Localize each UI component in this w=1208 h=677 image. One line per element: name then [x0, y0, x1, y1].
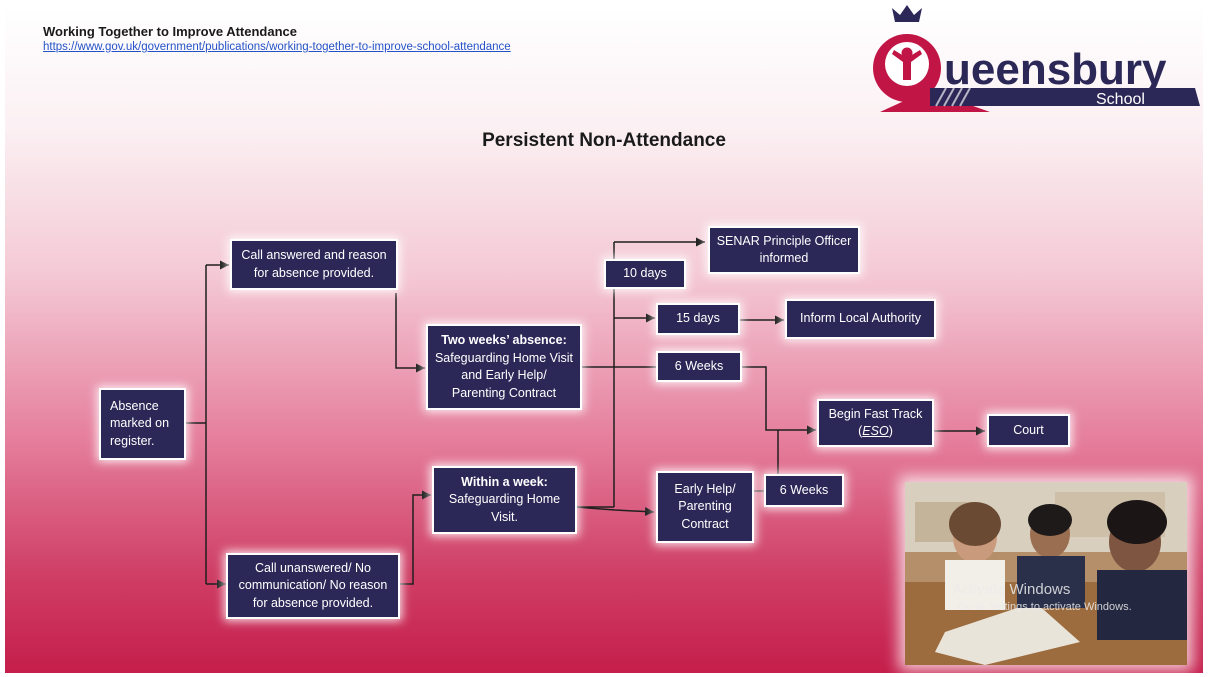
node-6-weeks-a: 6 Weeks: [658, 353, 740, 380]
classroom-photo: [905, 482, 1187, 665]
node-early-help: Early Help/ Parenting Contract: [658, 473, 752, 541]
header-title: Working Together to Improve Attendance: [43, 24, 298, 39]
page-title: Persistent Non-Attendance: [482, 130, 726, 151]
node-two-weeks: Two weeks’ absence:Safeguarding Home Vis…: [428, 326, 580, 408]
node-fast-track: Begin Fast Track (ESO): [819, 401, 932, 445]
node-inform-local-authority: Inform Local Authority: [787, 301, 934, 337]
node-court: Court: [989, 416, 1068, 445]
node-senar: SENAR Principle Officer informed: [710, 228, 858, 272]
node-15-days: 15 days: [658, 305, 738, 333]
crown-icon: [892, 5, 922, 22]
logo-school-text: School: [1096, 91, 1145, 108]
node-call-answered: Call answered and reason for absence pro…: [232, 241, 396, 288]
node-within-week: Within a week:Safeguarding Home Visit.: [434, 468, 575, 532]
figure-icon: [892, 47, 922, 80]
node-6-weeks-b: 6 Weeks: [766, 476, 842, 505]
node-absence: Absence marked on register.: [101, 390, 184, 458]
node-call-unanswered: Call unanswered/ No communication/ No re…: [228, 555, 398, 617]
logo-wordmark: ueensbury: [944, 45, 1167, 94]
activate-windows-subtext: Go to Settings to activate Windows.: [958, 601, 1132, 613]
activate-windows-watermark: Activate Windows: [952, 581, 1071, 598]
header-link[interactable]: https://www.gov.uk/government/publicatio…: [43, 41, 511, 53]
node-10-days: 10 days: [606, 261, 684, 287]
queensbury-school-logo: ueensbury School: [873, 5, 1200, 112]
